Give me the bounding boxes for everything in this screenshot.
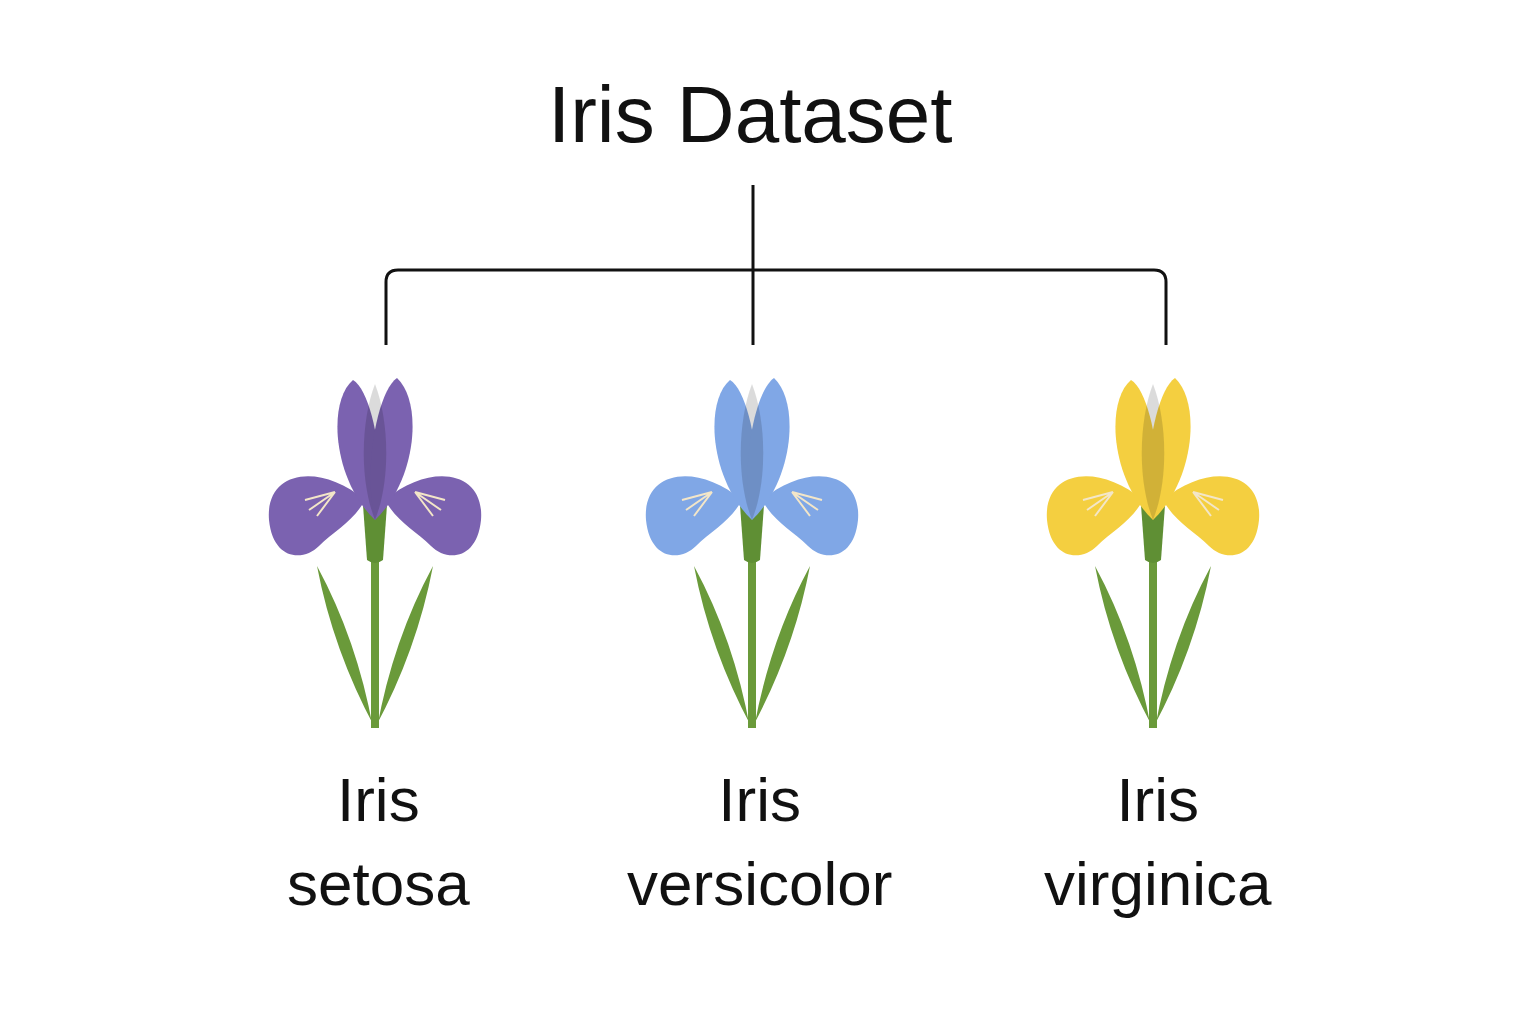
bracket-arms [386, 270, 1166, 345]
iris-versicolor-flower [646, 378, 858, 728]
diagram-title: Iris Dataset [548, 67, 953, 163]
bracket-stem [752, 185, 755, 345]
species-label: Iris versicolor [627, 758, 892, 927]
species-label: Iris setosa [287, 758, 470, 927]
iris-virginica-flower [1047, 378, 1259, 728]
iris-setosa-flower [269, 378, 481, 728]
species-label: Iris virginica [1044, 758, 1271, 927]
tree-bracket [386, 185, 1166, 345]
